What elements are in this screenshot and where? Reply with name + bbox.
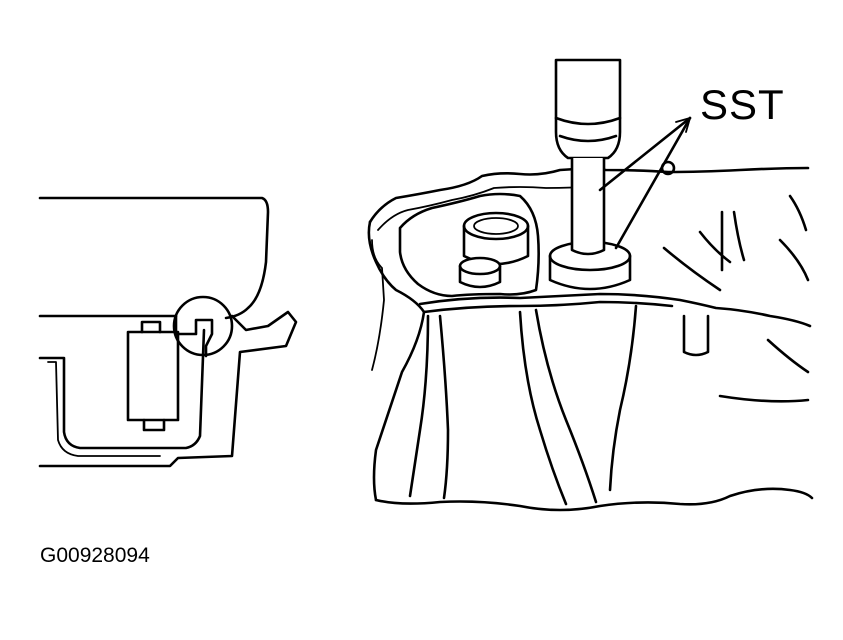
detail-seal-cap (140, 320, 162, 334)
housing-opening-rim (418, 292, 812, 328)
sst-leader-arrowhead (675, 117, 691, 133)
case-bottom-flange (374, 487, 814, 512)
plate-boss-large (462, 211, 530, 266)
detail-view (38, 196, 298, 468)
figure-id: G00928094 (40, 544, 150, 567)
case-left-flange (371, 239, 385, 371)
detail-inner-channel (38, 328, 206, 450)
sst-label: SST (700, 81, 785, 128)
sst-leader-upper (598, 116, 692, 192)
case-right-edge (718, 194, 810, 403)
detail-seal-block (126, 330, 180, 422)
detail-housing-top (38, 196, 270, 320)
detail-housing-right (38, 310, 298, 468)
sst-driver (554, 58, 622, 256)
detail-inner-channel-2 (47, 361, 161, 457)
housing-opening-rim-lower (422, 300, 674, 314)
rib-right (608, 304, 638, 492)
sst-leader-lower (614, 116, 692, 250)
case-left-wall (367, 220, 426, 502)
detail-highlight-circle (172, 295, 234, 357)
case-right-housing (662, 210, 746, 292)
right-boss (682, 314, 710, 357)
inner-plate (398, 192, 540, 298)
plate-boss-small (458, 256, 502, 289)
main-view (367, 58, 814, 512)
detail-step-profile (174, 314, 214, 358)
rib-left-2 (438, 314, 450, 500)
detail-seal-base (142, 418, 166, 432)
rib-left (408, 314, 430, 498)
rib-center (518, 310, 568, 506)
case-top-rim-inner (377, 185, 601, 231)
case-top-rim (368, 166, 810, 224)
rim-pin (660, 160, 676, 176)
rib-center-2 (534, 308, 598, 504)
